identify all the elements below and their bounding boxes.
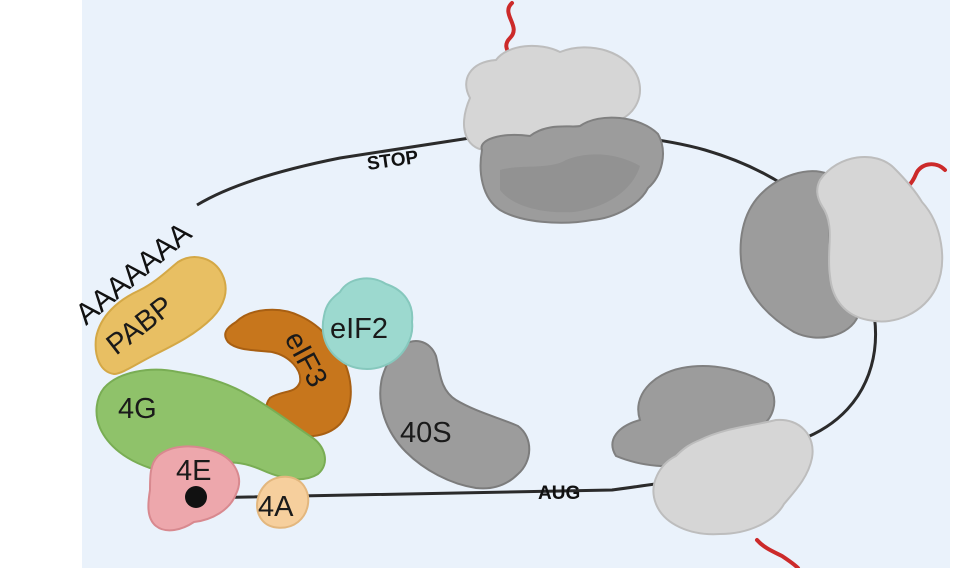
eif4a-shape (256, 475, 310, 529)
eif4g-label: 4G (118, 393, 157, 425)
ribosome-right-large-subunit (816, 155, 944, 323)
cap-dot (185, 486, 207, 508)
subunit-40s-shape (379, 340, 531, 490)
ribosome-top (462, 44, 664, 224)
eif4g-shape (95, 368, 326, 481)
ribosome-top-small-subunit-shade (500, 154, 640, 213)
ribosome-bottom (611, 365, 814, 536)
aug-codon-label: AUG (538, 483, 580, 504)
pabp-shape (94, 256, 227, 376)
subunit-40s-label: 40S (400, 417, 452, 449)
eif4a-label: 4A (258, 491, 294, 523)
nascent-chain-bottom (755, 538, 800, 570)
eif4e-label: 4E (176, 455, 211, 487)
ribosome-bottom-large-subunit (652, 418, 814, 536)
ribosome-right (739, 155, 944, 339)
eif2-shape (321, 277, 414, 370)
eif2-label: eIF2 (330, 313, 388, 345)
